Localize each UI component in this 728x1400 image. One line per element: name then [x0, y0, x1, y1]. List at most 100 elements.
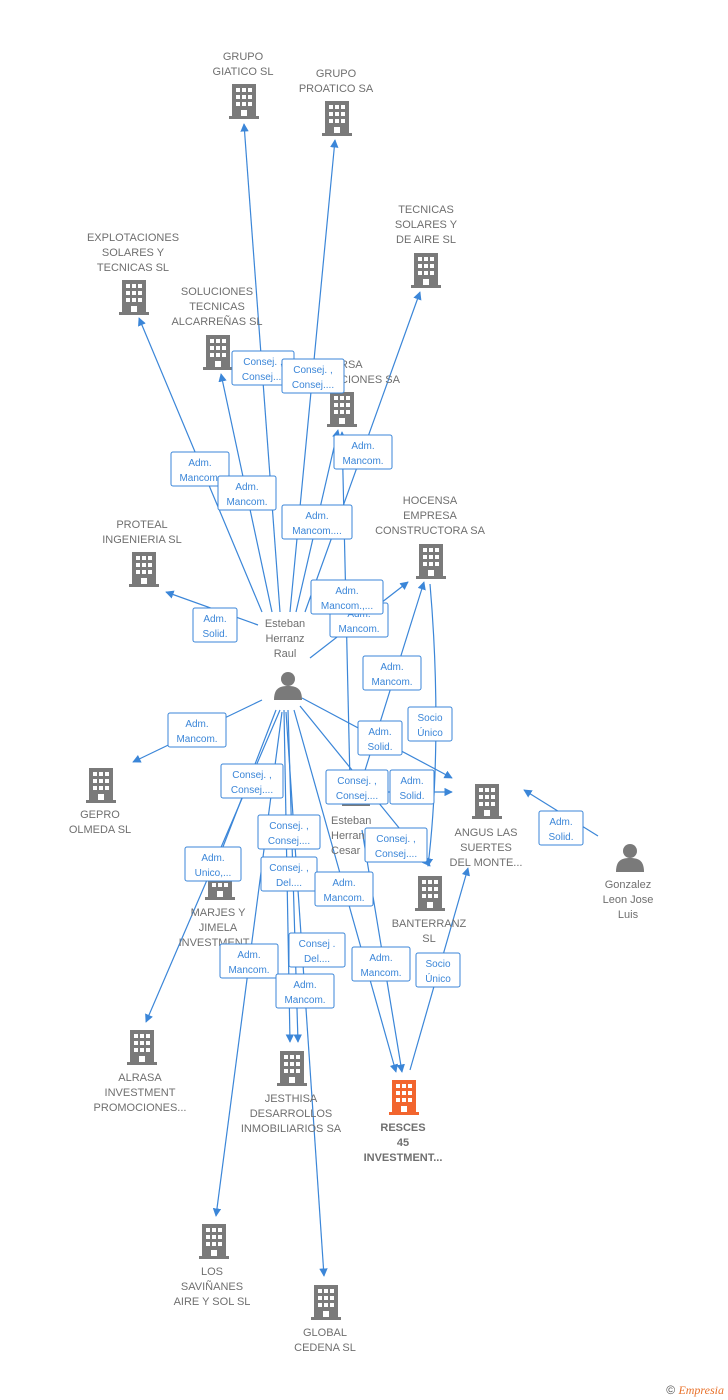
node-rsa[interactable]: RSA CIONES SA: [327, 359, 401, 427]
node-label: GLOBAL: [303, 1327, 347, 1339]
building-icon: [127, 1030, 157, 1065]
node-proteal[interactable]: PROTEAL INGENIERIA SL: [102, 519, 182, 587]
node-label: OLMEDA SL: [69, 824, 131, 836]
node-explotaciones[interactable]: EXPLOTACIONES SOLARES Y TECNICAS SL: [87, 232, 179, 315]
node-label: RESCES: [380, 1122, 425, 1134]
edge-label-text: Consej. ,: [269, 863, 308, 874]
edge-label-consej-5[interactable]: Consej. , Consej....: [257, 814, 321, 850]
node-angus[interactable]: ANGUS LAS SUERTES DEL MONTE...: [450, 784, 523, 869]
node-label: JIMELA: [199, 922, 238, 934]
building-icon: [129, 552, 159, 587]
person-icon: [274, 672, 302, 700]
node-label: GRUPO: [223, 51, 264, 63]
node-label: TECNICAS: [398, 204, 454, 216]
node-label: LOS: [201, 1266, 223, 1278]
brand-logo[interactable]: Empresia: [678, 1383, 724, 1397]
node-gonzalez[interactable]: Gonzalez Leon Jose Luis: [603, 844, 654, 921]
node-esteban-raul[interactable]: Esteban Herranz Raul: [265, 618, 305, 700]
edge-label-consej-2[interactable]: Consej. , Consej....: [281, 358, 345, 394]
node-label: HOCENSA: [403, 495, 458, 507]
edge-label-text: Unico,...: [195, 868, 232, 879]
edge-label-text: Consej. ,: [243, 357, 282, 368]
node-label: CEDENA SL: [294, 1342, 356, 1354]
node-label: Gonzalez: [605, 879, 651, 891]
node-label: ALRASA: [118, 1072, 162, 1084]
edge-label-text: Adm.: [335, 586, 358, 597]
node-global-cedena[interactable]: GLOBAL CEDENA SL: [294, 1285, 356, 1354]
node-label: SOLUCIONES: [181, 286, 253, 298]
edge-label-adm-solid-4[interactable]: Adm. Solid.: [538, 810, 584, 846]
node-label: SUERTES: [460, 842, 512, 854]
edge-label-consej-3[interactable]: Consej. , Consej....: [220, 763, 284, 799]
node-grupo-giatico[interactable]: GRUPO GIATICO SL: [213, 51, 274, 119]
node-label: Herran: [331, 830, 365, 842]
edge-label-text: Único: [417, 726, 443, 739]
edge-label-adm-mancom-3[interactable]: Adm. Mancom.: [217, 475, 277, 511]
edge-label-text: Consej. ,: [376, 834, 415, 845]
building-icon: [311, 1285, 341, 1320]
node-label: TECNICAS SL: [97, 262, 169, 274]
edge-label-text: Mancom.: [342, 456, 383, 467]
edge-label-adm-mancom-2[interactable]: Adm. Mancom.: [170, 451, 230, 487]
edge-label-consej-del-1[interactable]: Consej. , Del....: [260, 856, 318, 892]
edge-label-consej-4[interactable]: Consej. , Consej....: [325, 769, 389, 805]
edge-label-text: Adm.: [369, 953, 392, 964]
edge-label-text: Adm.: [203, 614, 226, 625]
edge-label-adm-mancom-4[interactable]: Adm. Mancom....: [281, 504, 353, 540]
node-grupo-proatico[interactable]: GRUPO PROATICO SA: [299, 68, 374, 136]
edge-label-adm-mancom-12[interactable]: Adm. Mancom.: [275, 973, 335, 1009]
edge-label-adm-mancom-9[interactable]: Adm. Mancom.: [314, 871, 374, 907]
edge-label-adm-unico[interactable]: Adm. Unico,...: [184, 846, 242, 882]
building-icon: [203, 335, 233, 370]
edge-label-text: Único: [425, 972, 451, 985]
footer-branding: © Empresia: [666, 1383, 724, 1398]
edge-label-adm-mancom-8[interactable]: Adm. Mancom.: [167, 712, 227, 748]
node-label: Luis: [618, 909, 639, 921]
edge-label-adm-mancom-1[interactable]: Adm. Mancom.: [333, 434, 393, 470]
edge-label-socio-unico-1[interactable]: Socio Único: [407, 706, 453, 742]
edge-label-text: Consej. ,: [269, 821, 308, 832]
edge-label-text: Adm.: [332, 878, 355, 889]
node-label: PROATICO SA: [299, 83, 374, 95]
edge-label-consej-del-2[interactable]: Consej . Del....: [288, 932, 346, 968]
node-label: Herranz: [265, 633, 304, 645]
node-label: INGENIERIA SL: [102, 534, 181, 546]
edge-label-text: Mancom.: [179, 473, 220, 484]
edge-label-text: Consej....: [375, 849, 417, 860]
edge-label-text: Mancom.: [176, 734, 217, 745]
edge-label-text: Mancom.: [284, 995, 325, 1006]
node-esteban-cesar[interactable]: Esteban Herran Cesar: [331, 778, 371, 857]
node-gepro[interactable]: GEPRO OLMEDA SL: [69, 768, 131, 836]
edge-label-adm-mancom-5[interactable]: Adm. Mancom.,...: [310, 579, 384, 615]
node-label: AIRE Y SOL SL: [174, 1296, 251, 1308]
node-banterranz[interactable]: BANTERRANZ SL: [392, 876, 467, 945]
edge-label-adm-solid-2[interactable]: Adm. Solid.: [357, 720, 403, 756]
edge-label-consej-6[interactable]: Consej. , Consej....: [364, 827, 428, 863]
edge-label-text: Mancom.: [338, 624, 379, 635]
edge-label-text: Adm.: [351, 441, 374, 452]
edge-label-adm-solid-1[interactable]: Adm. Solid.: [192, 607, 238, 643]
node-alrasa[interactable]: ALRASA INVESTMENT PROMOCIONES...: [94, 1030, 187, 1114]
node-hocensa[interactable]: HOCENSA EMPRESA CONSTRUCTORA SA: [375, 495, 486, 579]
edge-label-socio-unico-2[interactable]: Socio Único: [415, 952, 461, 988]
node-label: EXPLOTACIONES: [87, 232, 179, 244]
edge-label-text: Mancom.,...: [321, 601, 373, 612]
node-label: Cesar: [331, 845, 361, 857]
node-tecnicas-solares[interactable]: TECNICAS SOLARES Y DE AIRE SL: [395, 204, 458, 288]
node-resces[interactable]: RESCES 45 INVESTMENT...: [364, 1080, 443, 1164]
building-icon: [119, 280, 149, 315]
node-jesthisa[interactable]: JESTHISA DESARROLLOS INMOBILIARIOS SA: [241, 1051, 342, 1135]
building-icon: [416, 544, 446, 579]
edge-label-adm-mancom-10[interactable]: Adm. Mancom.: [219, 943, 279, 979]
edge-label-adm-mancom-11[interactable]: Adm. Mancom.: [351, 946, 411, 982]
edge-label-consej-1[interactable]: Consej. , Consej....: [231, 350, 295, 386]
node-label: DE AIRE SL: [396, 234, 456, 246]
edge-label-adm-mancom-7[interactable]: Adm. Mancom.: [362, 655, 422, 691]
edge-label-text: Consej. ,: [337, 776, 376, 787]
edge-label-text: Consej....: [292, 380, 334, 391]
node-soluciones[interactable]: SOLUCIONES TECNICAS ALCARREÑAS SL: [171, 286, 263, 370]
edge-label-text: Adm.: [293, 980, 316, 991]
edge-label-adm-solid-3[interactable]: Adm. Solid.: [389, 769, 435, 805]
node-los-savinanes[interactable]: LOS SAVIÑANES AIRE Y SOL SL: [174, 1224, 251, 1308]
